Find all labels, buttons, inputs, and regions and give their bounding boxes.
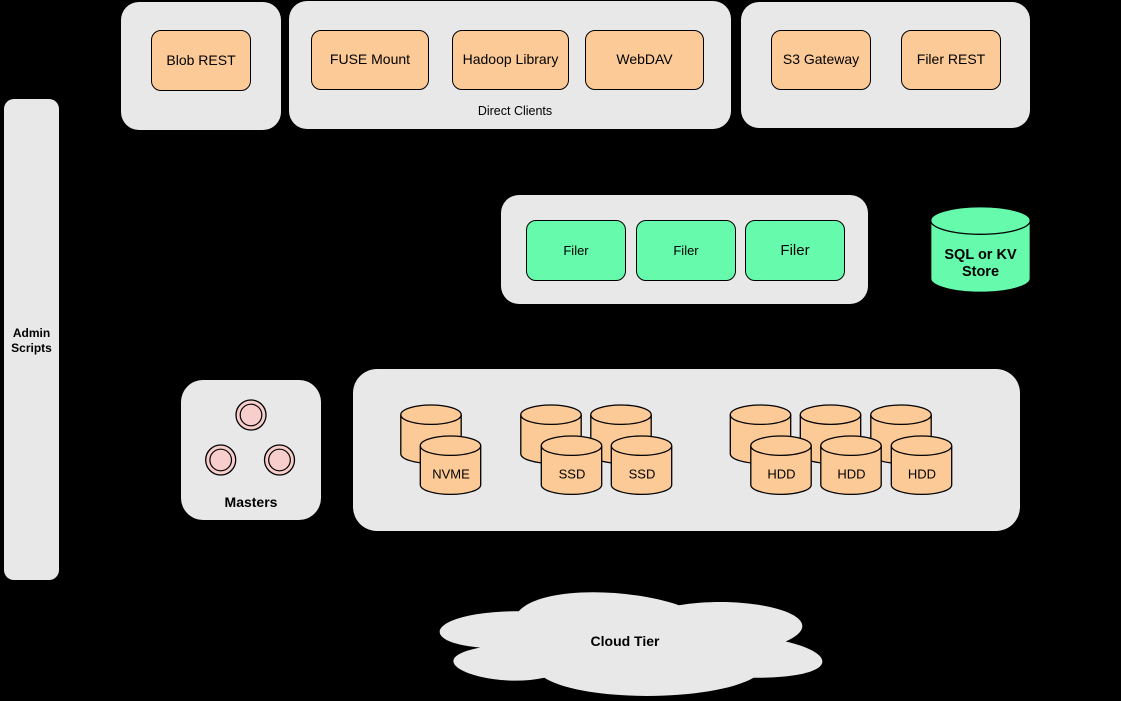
svg-text:SSD: SSD xyxy=(629,467,656,482)
svg-text:NVME: NVME xyxy=(432,467,470,482)
svg-text:SSD: SSD xyxy=(559,467,586,482)
svg-text:HDD: HDD xyxy=(767,467,795,482)
svg-text:HDD: HDD xyxy=(908,467,936,482)
svg-text:HDD: HDD xyxy=(837,467,865,482)
